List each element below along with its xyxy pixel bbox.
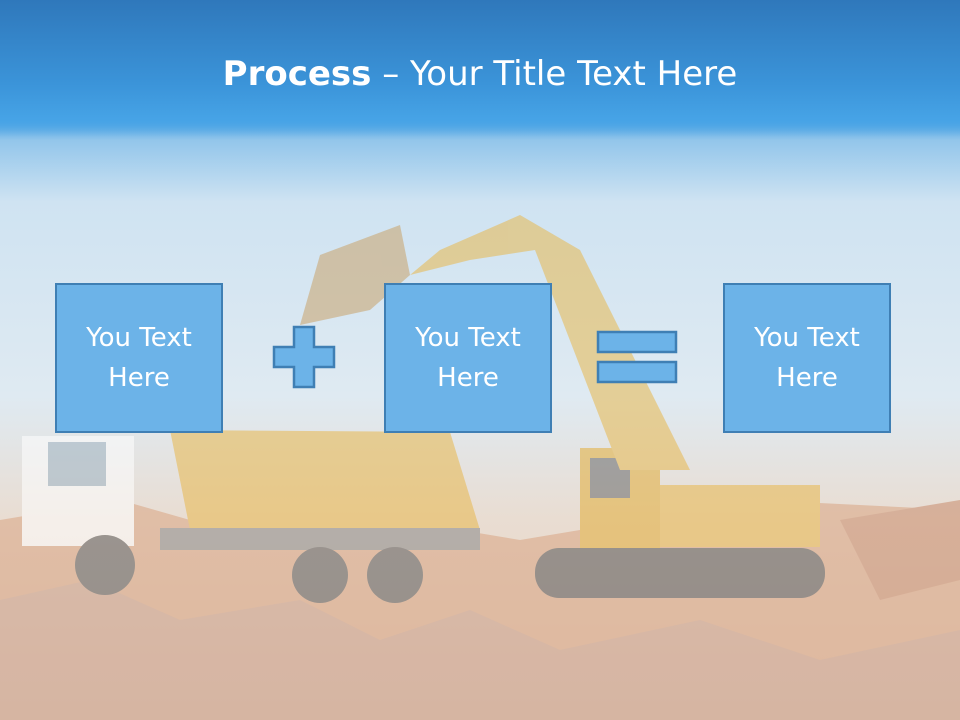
header-band [0, 0, 960, 140]
text-box-1[interactable]: You Text Here [55, 283, 223, 433]
title-rest: Your Title Text Here [410, 54, 738, 94]
plus-icon [272, 325, 336, 389]
text-box-2-label: You Text Here [415, 323, 521, 393]
text-box-2[interactable]: You Text Here [384, 283, 552, 433]
equals-icon [596, 330, 678, 384]
text-box-3-label: You Text Here [754, 323, 860, 393]
text-box-1-label: You Text Here [86, 323, 192, 393]
title-separator: – [371, 54, 411, 94]
title-bold-part: Process [222, 54, 372, 94]
text-box-3[interactable]: You Text Here [723, 283, 891, 433]
slide-title: Process – Your Title Text Here [0, 50, 960, 98]
